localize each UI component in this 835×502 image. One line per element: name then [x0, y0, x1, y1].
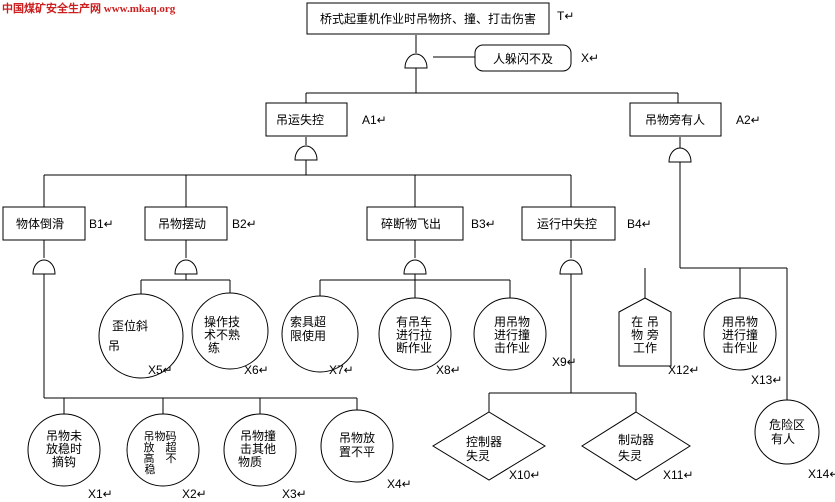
basic-event-unmarked: 用吊物 进行撞 击作业 [473, 297, 547, 371]
x6-code-text: X6↵ [244, 363, 269, 377]
x3-lines-2-text: 物质 [238, 455, 262, 469]
or-gate-b2 [174, 259, 198, 275]
x6-lines-1-text: 术不熟 [204, 327, 240, 342]
x-unmarked-lines-2-text: 击作业 [494, 341, 530, 355]
x2-lines-1-text: 放 超 [144, 440, 177, 454]
x8-lines-2-text: 断作业 [396, 340, 432, 355]
x14-lines-1-text: 有人 [771, 432, 795, 446]
x1-lines-2-text: 摘钩 [52, 454, 76, 469]
b4-label-text: 运行中失控 [537, 216, 597, 231]
x13-code-text: X13↵ [751, 373, 782, 387]
a2-label-text: 吊物旁有人 [645, 112, 705, 127]
or-gate-b3 [403, 259, 427, 275]
x13-lines-2-text: 击作业 [722, 341, 758, 355]
x1-lines-1-text: 放稳时 [46, 441, 82, 456]
b3-code-text: B3↵ [471, 217, 496, 231]
event-a2: 吊物旁有人 A2↵ [629, 102, 761, 137]
x2-lines-2-text: 高 不 [144, 451, 177, 465]
b1-code-text: B1↵ [89, 217, 114, 231]
and-gate-a2 [668, 147, 692, 163]
x3-code-text: X3↵ [282, 487, 307, 501]
x4-lines-1-text: 置不平 [339, 445, 375, 459]
basic-event-x7: 索具超 限使用 X7↵ [281, 295, 359, 377]
x11-lines-0-text: 制动器 [618, 433, 654, 447]
x6-lines-2-text: 练 [208, 340, 220, 355]
event-b3: 碎断物飞出 B3↵ [366, 206, 496, 241]
event-b1: 物体倒滑 B1↵ [2, 206, 114, 241]
or-gate-b4 [559, 259, 583, 275]
x-unmarked-lines-0-text: 用吊物 [494, 315, 530, 329]
basic-event-x4: 吊物放 置不平 X4↵ [320, 409, 412, 491]
basic-event-x6: 操作技 术不熟 练 X6↵ [191, 292, 269, 377]
condition-x-code: X↵ [581, 51, 599, 65]
x7-lines-0-text: 索具超 [290, 314, 326, 329]
basic-event-x8: 有吊车 进行拉 断作业 X8↵ [378, 297, 461, 377]
b2-label-text: 吊物摆动 [158, 217, 206, 231]
basic-event-x14: 危险区 有人 X14↵ [754, 399, 835, 481]
b3-label-text: 碎断物飞出 [381, 216, 441, 231]
basic-event-x3: 吊物撞 击其他 物质 X3↵ [223, 413, 307, 501]
a2-code-text: A2↵ [736, 113, 761, 127]
x5-code-text: X5↵ [148, 363, 173, 377]
basic-event-x2: 吊物码 放 超 高 不 稳 X2↵ [126, 413, 207, 501]
or-gate-top [404, 53, 428, 69]
top-event-code: T↵ [557, 9, 574, 23]
house-event-x12: 在 吊 物 旁 工作 X12↵ [618, 297, 699, 377]
or-gate-b1 [32, 259, 56, 275]
event-b4: 运行中失控 B4↵ [521, 206, 652, 241]
top-event: 桥式起重机作业时吊物挤、撞、打击伤害 T↵ [306, 2, 574, 35]
x14-code-text: X14↵ [808, 467, 835, 481]
x-unmarked-lines-1-text: 进行撞 [494, 327, 530, 342]
a1-code-text: A1↵ [362, 113, 387, 127]
x4-lines-0-text: 吊物放 [339, 430, 375, 445]
x11-lines-1-text: 失灵 [618, 448, 642, 463]
condition-event-x: 人躲闪不及 X↵ [474, 44, 599, 72]
watermark-text: 中国煤矿安全生产网 www.mkaq.org [2, 3, 176, 15]
b1-label-text: 物体倒滑 [16, 217, 64, 231]
x2-lines-0-text: 吊物码 [144, 429, 177, 443]
x13-lines-0-text: 用吊物 [722, 315, 758, 329]
top-event-label: 桥式起重机作业时吊物挤、撞、打击伤害 [320, 11, 536, 26]
x2-lines-3-text: 稳 [145, 462, 156, 476]
basic-event-x13: 用吊物 进行撞 击作业 X13↵ [703, 297, 782, 387]
x3-lines-0-text: 吊物撞 [240, 428, 276, 443]
x8-lines-1-text: 进行拉 [396, 327, 432, 342]
event-a1: 吊运失控 A1↵ [265, 102, 387, 137]
x2-code-text: X2↵ [182, 487, 207, 501]
x10-lines-1-text: 失灵 [466, 448, 490, 463]
x3-lines-1-text: 击其他 [240, 442, 276, 456]
x7-lines-1-text: 限使用 [290, 328, 326, 343]
connector-lines [43, 35, 788, 414]
or-gate-a1 [294, 145, 318, 161]
basic-event-x5: 歪位斜 吊 X5↵ [98, 293, 184, 379]
basic-event-x1: 吊物未 放稳时 摘钩 X1↵ [27, 413, 113, 501]
x10-lines-0-text: 控制器 [466, 435, 502, 449]
x12-code-text: X12↵ [668, 363, 699, 377]
b4-code-text: B4↵ [627, 217, 652, 231]
x14-lines-0-text: 危险区 [769, 417, 805, 432]
x12-lines-2-text: 工作 [633, 341, 657, 355]
x10-code-text: X10↵ [509, 468, 540, 482]
condition-x-label: 人躲闪不及 [493, 51, 553, 66]
x8-lines-0-text: 有吊车 [396, 314, 432, 329]
x1-lines-0-text: 吊物未 [46, 429, 82, 443]
x6-lines-0-text: 操作技 [204, 314, 240, 329]
x12-lines-0-text: 在 吊 [631, 315, 659, 329]
x13-lines-1-text: 进行撞 [722, 327, 758, 342]
x7-code-text: X7↵ [329, 363, 354, 377]
a1-label-text: 吊运失控 [276, 112, 324, 127]
undeveloped-event-x10: 控制器 失灵 X10↵ [432, 411, 546, 482]
b2-code-text: B2↵ [232, 217, 257, 231]
event-b2: 吊物摆动 B2↵ [144, 206, 257, 241]
x5-lines-0-text: 歪位斜 [112, 318, 148, 333]
x1-code-text: X1↵ [88, 487, 113, 501]
x4-code-text: X4↵ [387, 477, 412, 491]
undeveloped-event-x11: 制动器 失灵 X11↵ [581, 411, 694, 482]
x12-lines-1-text: 物 旁 [631, 327, 659, 342]
x8-code-text: X8↵ [436, 363, 461, 377]
x11-code-text: X11↵ [663, 468, 694, 482]
x5-lines-1-text: 吊 [108, 339, 120, 353]
x9-code: X9↵ [552, 355, 577, 369]
